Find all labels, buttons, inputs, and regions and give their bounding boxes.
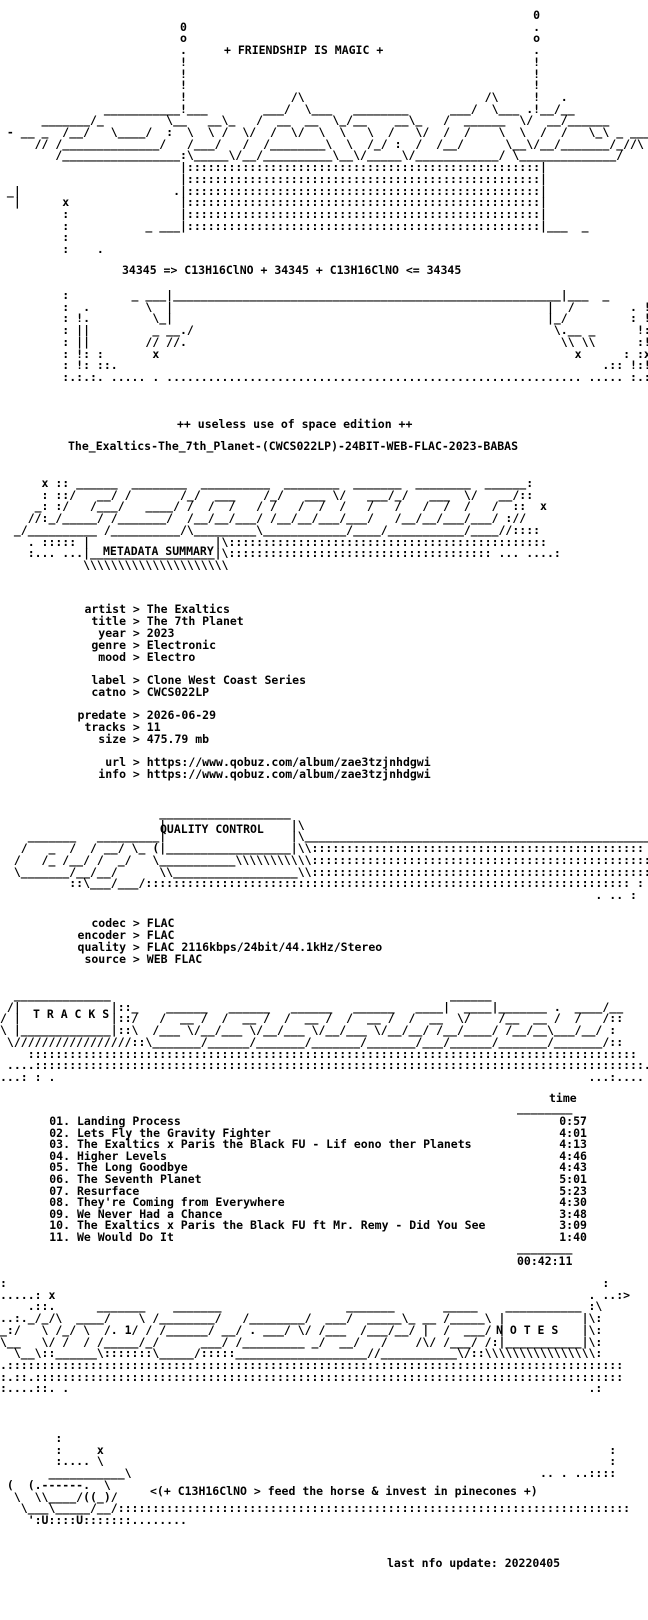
section-title-quality: QUALITY CONTROL <box>160 822 264 836</box>
track-row: 10. The Exaltics x Paris the Black FU ft… <box>49 1218 587 1232</box>
edition-line: ++ useless use of space edition ++ <box>177 417 413 431</box>
section-title-metadata: METADATA SUMMARY <box>103 544 214 558</box>
footer-ascii-art: : : x : :.... \ : ___________ <box>6 1431 631 1527</box>
header-formula: 34345 => C13H16ClNO + 34345 + C13H16ClNO… <box>122 263 462 277</box>
last-update: last nfo update: 20220405 <box>387 1556 561 1570</box>
quality-banner-art: ___________________ | |\ _______ _______… <box>13 806 648 902</box>
quality-row-encoder: encoder > FLAC <box>77 928 175 942</box>
meta-row-size: size > 475.79 mb <box>98 732 210 746</box>
section-title-notes: N O T E S <box>496 1323 559 1337</box>
meta-row-info: info > https://www.qobuz.com/album/zae3t… <box>98 767 431 781</box>
tracklist-rule-top: ________ <box>517 1101 573 1115</box>
track-row: 03. The Exaltics x Paris the Black FU - … <box>49 1137 587 1151</box>
quality-row-codec: codec > FLAC <box>91 916 175 930</box>
tracklist-rule-bottom: ________ <box>517 1241 573 1255</box>
meta-row-year: year > 2023 <box>98 626 175 640</box>
meta-row-predate: predate > 2026-06-29 <box>77 708 217 722</box>
header-ascii-base: : _ ___|________________________________… <box>62 288 648 384</box>
info-link[interactable]: https://www.qobuz.com/album/zae3tzjnhdgw… <box>146 767 431 781</box>
tracklist-time-header: time <box>549 1091 577 1105</box>
meta-row-catno: catno > CWCS022LP <box>91 685 210 699</box>
meta-row-mood: mood > Electro <box>98 650 196 664</box>
meta-row-artist: artist > The Exaltics <box>84 602 230 616</box>
meta-row-genre: genre > Electronic <box>91 638 217 652</box>
header-tagline: + FRIENDSHIP IS MAGIC + <box>224 43 384 57</box>
tracklist-total-time: 00:42:11 <box>517 1254 573 1268</box>
metadata-banner-art: x :: ______ ________ __________ ________… <box>13 476 561 572</box>
header-ascii-art: 0 0 . o o . <box>6 8 648 257</box>
meta-row-label: label > Clone West Coast Series <box>91 673 307 687</box>
footer-slogan: <(+ C13H16ClNO > feed the horse & invest… <box>150 1484 538 1498</box>
meta-row-tracks: tracks > 11 <box>84 720 161 734</box>
notes-banner-art: : : .....: x . ..:> .::. _____ <box>0 1276 631 1396</box>
meta-row-title: title > The 7th Planet <box>91 614 244 628</box>
tracks-banner-art: ______________ ______ /| |::_ ______ ___… <box>0 988 648 1084</box>
section-title-tracks: T R A C K S <box>33 1007 110 1021</box>
quality-row-quality: quality > FLAC 2116kbps/24bit/44.1kHz/St… <box>77 940 383 954</box>
meta-row-url: url > https://www.qobuz.com/album/zae3tz… <box>105 755 431 769</box>
release-name: The_Exaltics-The_7th_Planet-(CWCS022LP)-… <box>68 439 519 453</box>
quality-row-source: source > WEB FLAC <box>84 952 203 966</box>
url-link[interactable]: https://www.qobuz.com/album/zae3tzjnhdgw… <box>146 755 431 769</box>
